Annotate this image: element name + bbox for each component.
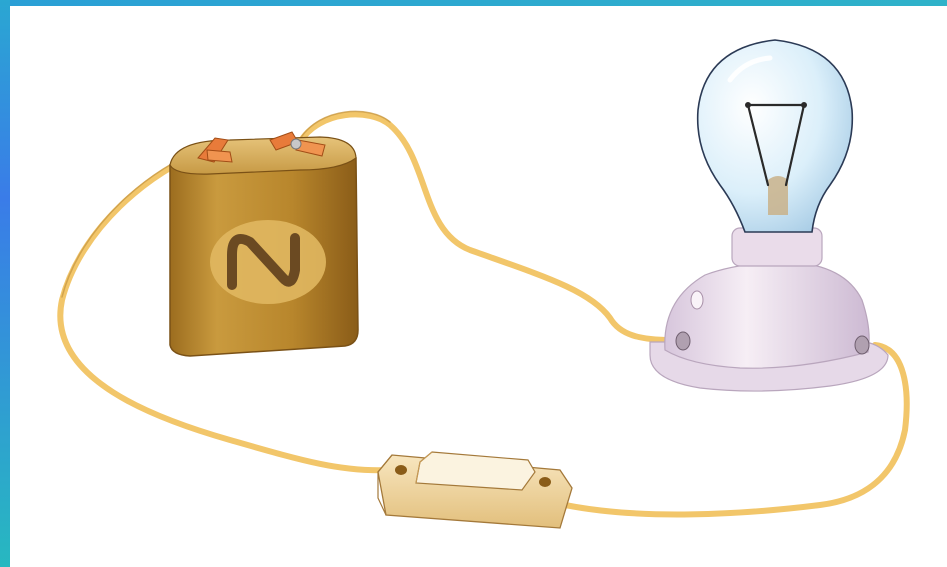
wire-segment-battery-to-bulb xyxy=(297,111,675,343)
bulb-socket-hole xyxy=(690,290,704,310)
bulb-glass xyxy=(696,39,854,233)
wire-segment-bulb-to-switch xyxy=(562,342,910,518)
bulb-filament xyxy=(746,103,806,187)
bulb-neck xyxy=(731,227,823,267)
switch-lever xyxy=(415,451,536,491)
bulb-terminal-right xyxy=(854,335,870,355)
switch xyxy=(377,451,573,529)
switch-screw-left xyxy=(395,465,407,475)
battery-top xyxy=(169,136,357,175)
battery-terminal-left xyxy=(197,137,233,163)
bulb-socket-dome xyxy=(664,261,870,369)
wire xyxy=(57,111,910,518)
battery-label-symbol xyxy=(227,233,300,290)
frame-left-border xyxy=(0,0,10,567)
bulb-glass-highlight xyxy=(727,55,773,83)
bulb-filament-support xyxy=(768,176,788,215)
wire-segment-battery-to-switch xyxy=(57,147,391,474)
switch-screw-right xyxy=(539,477,551,487)
battery-terminal-right xyxy=(269,131,326,157)
battery xyxy=(169,131,359,357)
bulb-terminal-left xyxy=(675,331,691,351)
frame-top-border xyxy=(0,0,947,6)
light-bulb xyxy=(649,39,889,392)
